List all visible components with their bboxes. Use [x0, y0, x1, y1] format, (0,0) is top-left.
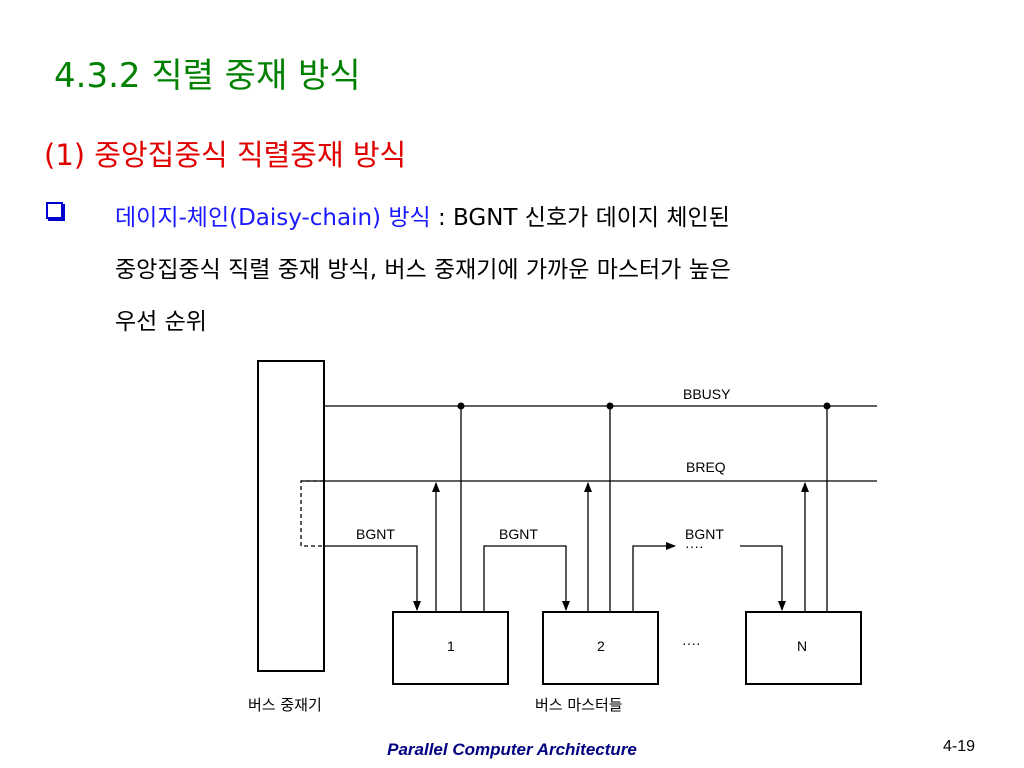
master-n-label: N [797, 638, 807, 654]
junction-dot [823, 402, 831, 410]
bullet-line-1: 데이지-체인(Daisy-chain) 방식 : BGNT 신호가 데이지 체인… [115, 198, 730, 232]
bus-masters-label: 버스 마스터들 [535, 696, 623, 714]
bgnt-ellipsis: ···· [685, 538, 704, 554]
bus-arbiter-box [257, 360, 325, 672]
junction-dot [606, 402, 614, 410]
page-number: 4-19 [943, 738, 976, 755]
bus-arbiter-label: 버스 중재기 [248, 696, 322, 714]
master-2-label: 2 [597, 638, 605, 654]
bgnt-label-2: BGNT [499, 526, 538, 542]
bullet-text: : BGNT 신호가 데이지 체인된 [430, 205, 730, 231]
master-box-1 [392, 611, 509, 685]
junction-dot [457, 402, 465, 410]
section-heading: (1) 중앙집중식 직렬중재 방식 [44, 138, 407, 172]
bgnt-arrow-3 [632, 542, 676, 612]
masters-ellipsis: ···· [682, 635, 701, 651]
bullet-line-2: 중앙집중식 직렬 중재 방식, 버스 중재기에 가까운 마스터가 높은 [115, 257, 731, 283]
master-box-2 [542, 611, 659, 685]
breq-label: BREQ [686, 459, 726, 475]
bullet-line-3: 우선 순위 [115, 309, 207, 335]
bgnt-label-3: BGNT [685, 526, 724, 542]
footer-course-title: Parallel Computer Architecture [387, 740, 637, 759]
bbusy-label: BBUSY [683, 386, 731, 402]
bullet-term: 데이지-체인(Daisy-chain) 방식 [115, 205, 431, 231]
bgnt-arrow-2 [483, 545, 570, 612]
master-box-n [745, 611, 862, 685]
slide-title: 4.3.2 직렬 중재 방식 [54, 56, 361, 96]
bgnt-label-1: BGNT [356, 526, 395, 542]
dashed-link [300, 480, 324, 547]
bgnt-arrow-n [740, 545, 786, 611]
bgnt-arrow-1 [324, 545, 421, 611]
square-bullet-icon [46, 202, 63, 219]
master-1-label: 1 [447, 638, 455, 654]
